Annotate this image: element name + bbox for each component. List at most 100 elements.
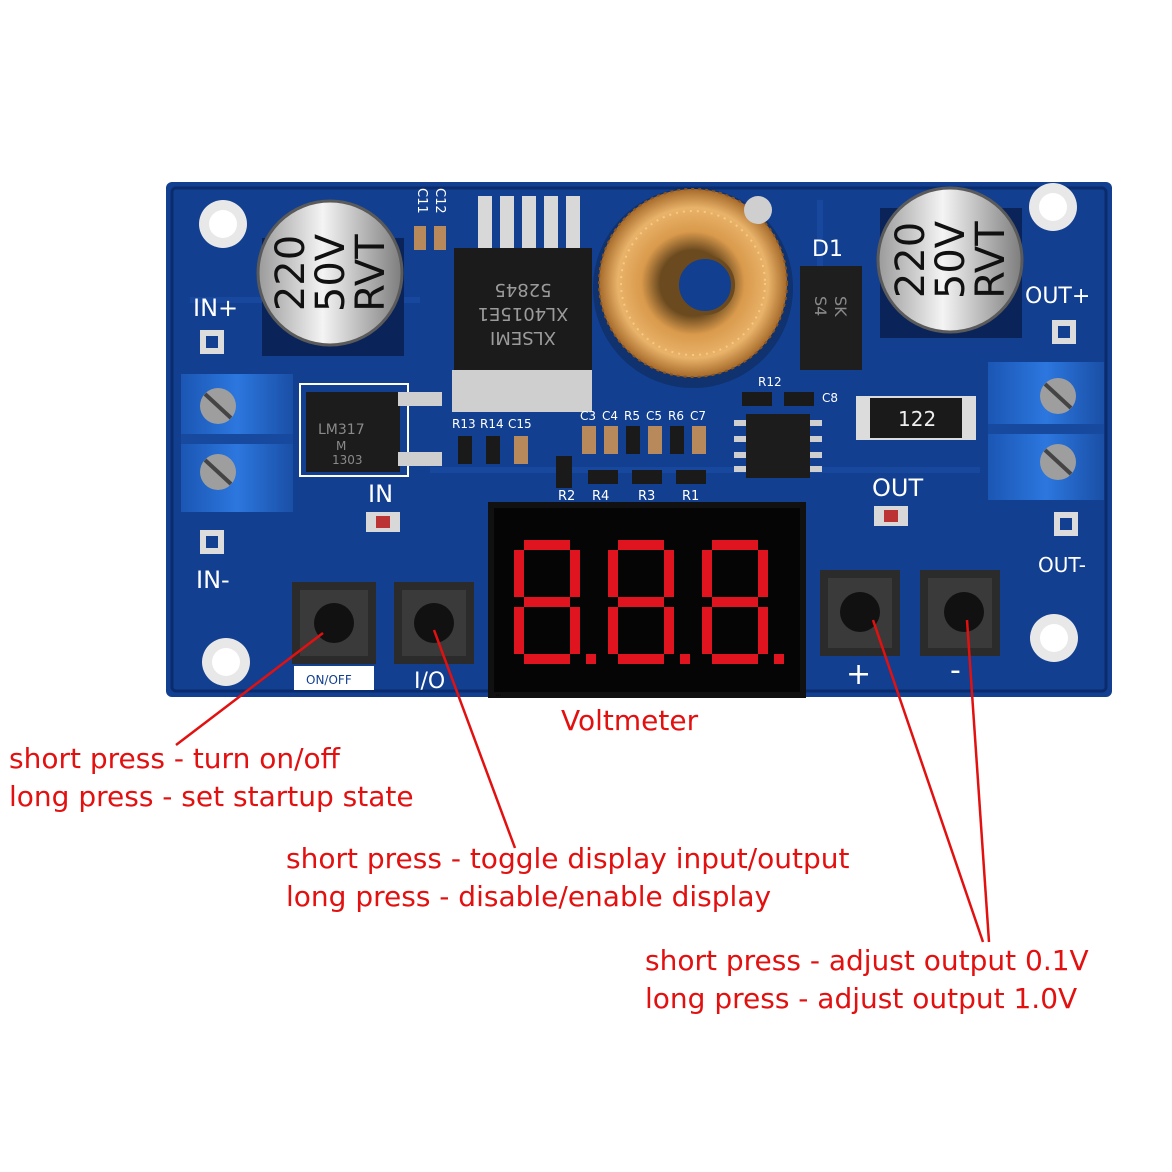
callout-onoff-long: long press - set startup state: [9, 780, 414, 813]
callout-io: short press - toggle display input/outpu…: [286, 840, 850, 916]
silk-r3: R3: [638, 489, 655, 504]
digit-3-segment-3: [758, 607, 768, 654]
capacitor-left-brand: RVT: [348, 234, 394, 312]
diode-d1: D1 SK S4: [800, 237, 862, 370]
digit-2-segment-7: [618, 597, 664, 607]
silk-io: I/O: [414, 669, 445, 694]
pads: [200, 320, 1078, 554]
capacitor-right: 220 50V RVT: [876, 186, 1024, 338]
silk-c11: C11: [414, 188, 429, 214]
digit-2-segment-6: [608, 550, 618, 597]
digit-1-segment-5: [514, 607, 524, 654]
smd-components: R13 R14 C15 C3 C4 R5 C5 R6 C7 R2 R4 R3 R…: [452, 375, 838, 504]
silk-out-plus: OUT+: [1025, 284, 1090, 309]
shunt-value: 122: [898, 407, 936, 431]
digit-2-segment-3: [664, 607, 674, 654]
digit-1-segment-3: [570, 607, 580, 654]
leader-lines: [175, 619, 991, 943]
callout-adjust-long: long press - adjust output 1.0V: [645, 982, 1078, 1015]
main-ic-code: 52845: [494, 279, 551, 300]
capacitor-left: 220 50V RVT: [256, 199, 404, 356]
silk-r2: R2: [558, 489, 575, 504]
main-ic-model: XL4015E1: [478, 303, 569, 324]
main-ic-brand: XLSEMI: [490, 327, 556, 348]
silk-r12: R12: [758, 375, 782, 389]
silk-c5: C5: [646, 409, 662, 423]
shunt-resistor: 122: [856, 396, 976, 440]
digit-3-segment-5: [702, 607, 712, 654]
digit-3-segment-7: [712, 597, 758, 607]
capacitor-right-voltage: 50V: [928, 220, 974, 299]
callout-onoff-short: short press - turn on/off: [9, 742, 340, 775]
regulator-model: LM317: [318, 422, 365, 438]
digit-1-segment-1: [524, 540, 570, 550]
mounting-holes: [199, 183, 1078, 686]
digit-2-segment-4: [618, 654, 664, 664]
inductor-coil: [593, 188, 793, 388]
button-plus[interactable]: +: [820, 570, 900, 692]
leader-minus: [965, 619, 991, 943]
callout-adjust: short press - adjust output 0.1V long pr…: [645, 942, 1089, 1018]
digit-3-segment-4: [712, 654, 758, 664]
silk-d1: D1: [812, 237, 843, 262]
capacitor-right-brand: RVT: [968, 221, 1014, 299]
digit-1-segment-4: [524, 654, 570, 664]
silk-r14: R14: [480, 417, 504, 431]
digit-1-segment-2: [570, 550, 580, 597]
terminal-left: [181, 374, 293, 512]
button-minus[interactable]: -: [920, 570, 1000, 688]
callout-adjust-short: short press - adjust output 0.1V: [645, 944, 1089, 977]
silk-c7: C7: [690, 409, 706, 423]
silk-in-led: IN: [368, 480, 393, 508]
silk-minus: -: [950, 653, 961, 688]
silk-r13: R13: [452, 417, 476, 431]
silk-in-minus: IN-: [196, 566, 230, 594]
diode-line1: SK: [831, 296, 850, 317]
silk-c15: C15: [508, 417, 532, 431]
silk-c3: C3: [580, 409, 596, 423]
display-digits-text: 8.8.8.: [496, 695, 502, 697]
silk-out-minus: OUT-: [1038, 553, 1086, 577]
button-on-off[interactable]: ON/OFF: [292, 582, 376, 690]
voltmeter-label: Voltmeter: [561, 704, 699, 737]
main-ic: XLSEMI XL4015E1 52845: [452, 196, 592, 412]
digit-3-segment-1: [712, 540, 758, 550]
regulator-lm317: LM317 M 1303: [299, 383, 442, 477]
digit-2-segment-2: [664, 550, 674, 597]
diode-line2: S4: [811, 296, 830, 316]
digit-3-segment-2: [758, 550, 768, 597]
callout-onoff: short press - turn on/off long press - s…: [9, 740, 414, 816]
silk-c4: C4: [602, 409, 618, 423]
digit-2-segment-1: [618, 540, 664, 550]
capacitor-right-value: 220: [888, 222, 934, 298]
leader-io: [432, 629, 517, 849]
silk-in-plus: IN+: [193, 294, 238, 322]
silk-r4: R4: [592, 489, 609, 504]
capacitor-left-value: 220: [268, 235, 314, 311]
terminal-right: [988, 362, 1104, 500]
callout-io-short: short press - toggle display input/outpu…: [286, 842, 850, 875]
silk-r1: R1: [682, 489, 699, 504]
digit-1-segment-6: [514, 550, 524, 597]
regulator-line2: M: [336, 439, 346, 453]
digit-2-decimal-point: [680, 654, 690, 664]
capacitor-left-voltage: 50V: [308, 233, 354, 312]
silk-r5: R5: [624, 409, 640, 423]
display-digits: [514, 540, 784, 664]
silk-c8: C8: [822, 391, 838, 405]
leader-onoff: [175, 632, 324, 746]
regulator-line3: 1303: [332, 453, 363, 467]
callout-io-long: long press - disable/enable display: [286, 880, 772, 913]
button-io[interactable]: I/O: [394, 582, 474, 694]
silk-r6: R6: [668, 409, 684, 423]
digit-3-decimal-point: [774, 654, 784, 664]
digit-3-segment-6: [702, 550, 712, 597]
digit-1-decimal-point: [586, 654, 596, 664]
silk-c12: C12: [432, 188, 447, 214]
silk-out-led: OUT: [872, 474, 923, 502]
silk-plus: +: [846, 657, 871, 692]
caps-c11-c12: C11 C12: [414, 188, 447, 250]
leader-plus: [871, 619, 985, 943]
digit-2-segment-5: [608, 607, 618, 654]
